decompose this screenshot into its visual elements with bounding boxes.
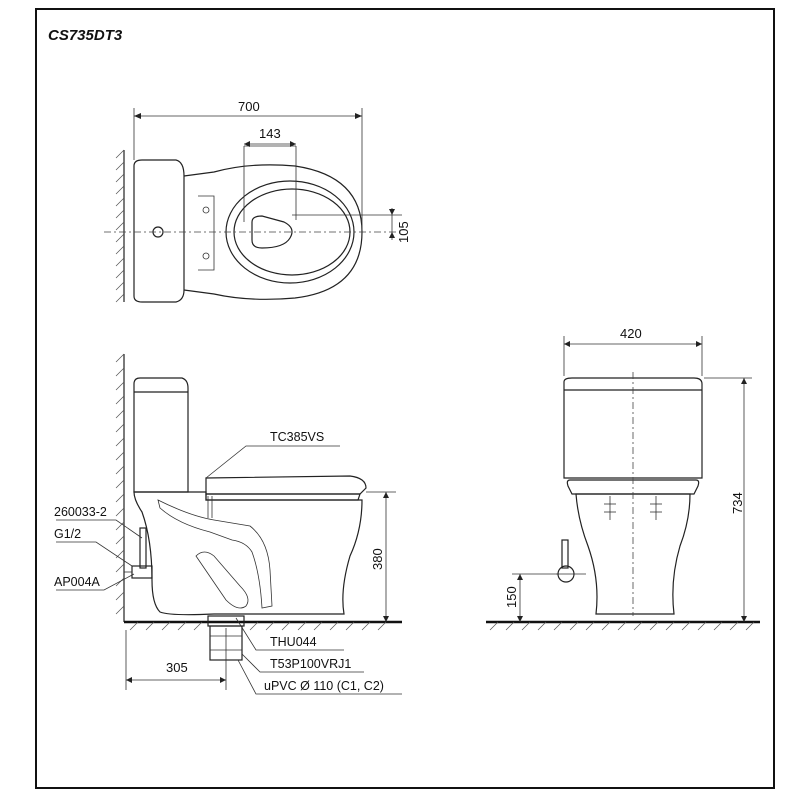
label-thread: G1/2 bbox=[54, 527, 81, 541]
label-flange: THU044 bbox=[270, 635, 317, 649]
dim-top-outlet: 143 bbox=[259, 126, 281, 141]
label-stop-valve: 260033-2 bbox=[54, 505, 107, 519]
dim-top-offset: 105 bbox=[396, 221, 411, 243]
label-adapter: T53P100VRJ1 bbox=[270, 657, 351, 671]
dim-top-length: 700 bbox=[238, 99, 260, 114]
top-view: 700 143 105 bbox=[104, 99, 411, 303]
label-drain-pipe: uPVC Ø 110 (C1, C2) bbox=[264, 679, 384, 693]
drawing-border bbox=[35, 8, 775, 789]
dim-supply-height: 150 bbox=[504, 586, 519, 608]
label-seat: TC385VS bbox=[270, 430, 324, 444]
dim-front-height: 734 bbox=[730, 492, 745, 514]
model-title: CS735DT3 bbox=[48, 27, 123, 44]
dim-seat-height: 380 bbox=[370, 548, 385, 570]
dim-rough-in: 305 bbox=[166, 660, 188, 675]
dim-front-width: 420 bbox=[620, 326, 642, 341]
side-view: 380 305 TC385VS 260033-2 G1/2 AP004A THU… bbox=[54, 353, 402, 695]
front-view: 420 734 150 bbox=[486, 326, 760, 631]
label-angle-valve: AP004A bbox=[54, 575, 101, 589]
